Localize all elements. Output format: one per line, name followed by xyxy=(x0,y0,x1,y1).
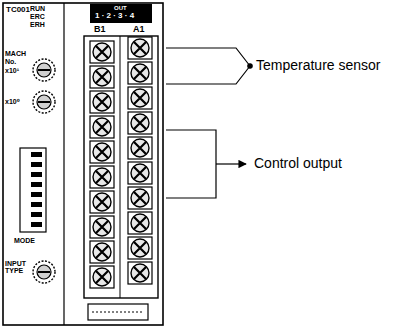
terminal-screw xyxy=(128,37,152,59)
terminal-screw xyxy=(128,137,152,159)
leader-line xyxy=(166,66,250,84)
dip-lever xyxy=(31,152,42,157)
switch-label: x10¹ xyxy=(5,67,19,74)
terminal-screw xyxy=(128,87,152,109)
dip-lever xyxy=(31,162,42,167)
dip-lever xyxy=(31,182,42,187)
switch-label: MACH xyxy=(5,50,26,57)
unit-housing xyxy=(3,3,163,325)
terminal-screw xyxy=(90,266,114,288)
terminal-screw xyxy=(128,62,152,84)
model-name: TC001 xyxy=(6,6,30,14)
leader-lines xyxy=(166,48,252,198)
leader-arrow xyxy=(216,163,246,164)
dip-lever xyxy=(31,212,42,217)
dip-lever xyxy=(31,192,42,197)
callout-label: Control output xyxy=(254,156,342,171)
terminal-screw xyxy=(90,91,114,113)
terminal-screw xyxy=(90,191,114,213)
terminal-screw xyxy=(90,41,114,63)
indicator-label: OUT xyxy=(114,5,127,11)
terminal-screw xyxy=(90,216,114,238)
indicator-label: ERH xyxy=(30,21,45,28)
callout-label: Temperature sensor xyxy=(256,58,381,73)
terminal-block xyxy=(84,36,158,298)
indicator-window xyxy=(90,4,152,23)
switch-label: No. xyxy=(5,58,16,65)
rotary-switch xyxy=(33,261,55,283)
leader-line xyxy=(166,48,250,66)
terminal-screw xyxy=(128,187,152,209)
terminal-label: A1 xyxy=(133,25,145,34)
dip-lever xyxy=(31,172,42,177)
terminal-screw xyxy=(128,237,152,259)
leader-dot xyxy=(248,64,252,68)
terminal-screw xyxy=(128,262,152,284)
latch xyxy=(88,304,148,320)
dip-lever xyxy=(31,202,42,207)
terminal-screw xyxy=(90,66,114,88)
terminal-screw xyxy=(128,112,152,134)
terminal-screw xyxy=(90,116,114,138)
terminal-screw xyxy=(128,212,152,234)
indicator-label: ERC xyxy=(30,13,45,20)
dip-lever xyxy=(31,222,42,227)
terminal-screw xyxy=(128,162,152,184)
controller-unit xyxy=(3,3,163,325)
terminal-label: B1 xyxy=(94,25,106,34)
switch-label: INPUT TYPE xyxy=(5,260,33,275)
terminal-screw xyxy=(90,141,114,163)
terminal-divider xyxy=(120,36,121,298)
latch-grip xyxy=(92,312,144,313)
terminal-screw xyxy=(90,166,114,188)
rotary-switch xyxy=(33,91,55,113)
terminal-screw xyxy=(90,241,114,263)
rotary-switch xyxy=(33,59,55,81)
panel-divider xyxy=(63,3,64,325)
indicator-label: 1 · 2 · 3 · 4 xyxy=(95,12,134,20)
dip-switch xyxy=(20,148,46,232)
switch-label: MODE xyxy=(14,237,35,244)
indicator-label: RUN xyxy=(30,5,45,12)
switch-label: x10⁰ xyxy=(5,98,20,105)
bracket xyxy=(166,130,216,198)
